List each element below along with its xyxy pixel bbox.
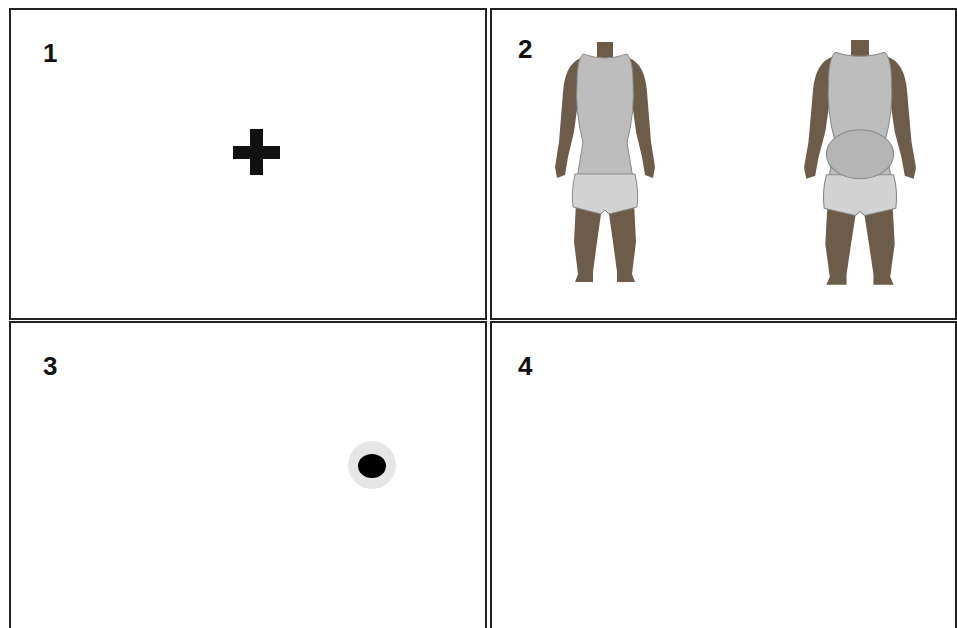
panel-number: 2: [518, 36, 532, 62]
body-figure: [555, 42, 655, 282]
panel-number: 3: [43, 353, 57, 379]
target-dot: [348, 441, 396, 489]
stimulus-panel: 1: [9, 8, 487, 320]
body-figure: [804, 40, 916, 285]
fixation-cross: [233, 129, 280, 175]
panel-number: 1: [43, 40, 57, 66]
stimulus-panel: 3: [9, 321, 487, 628]
panel-number: 4: [518, 353, 532, 379]
stimulus-panel: 4: [490, 321, 957, 628]
stimulus-panel: 2: [490, 8, 957, 320]
